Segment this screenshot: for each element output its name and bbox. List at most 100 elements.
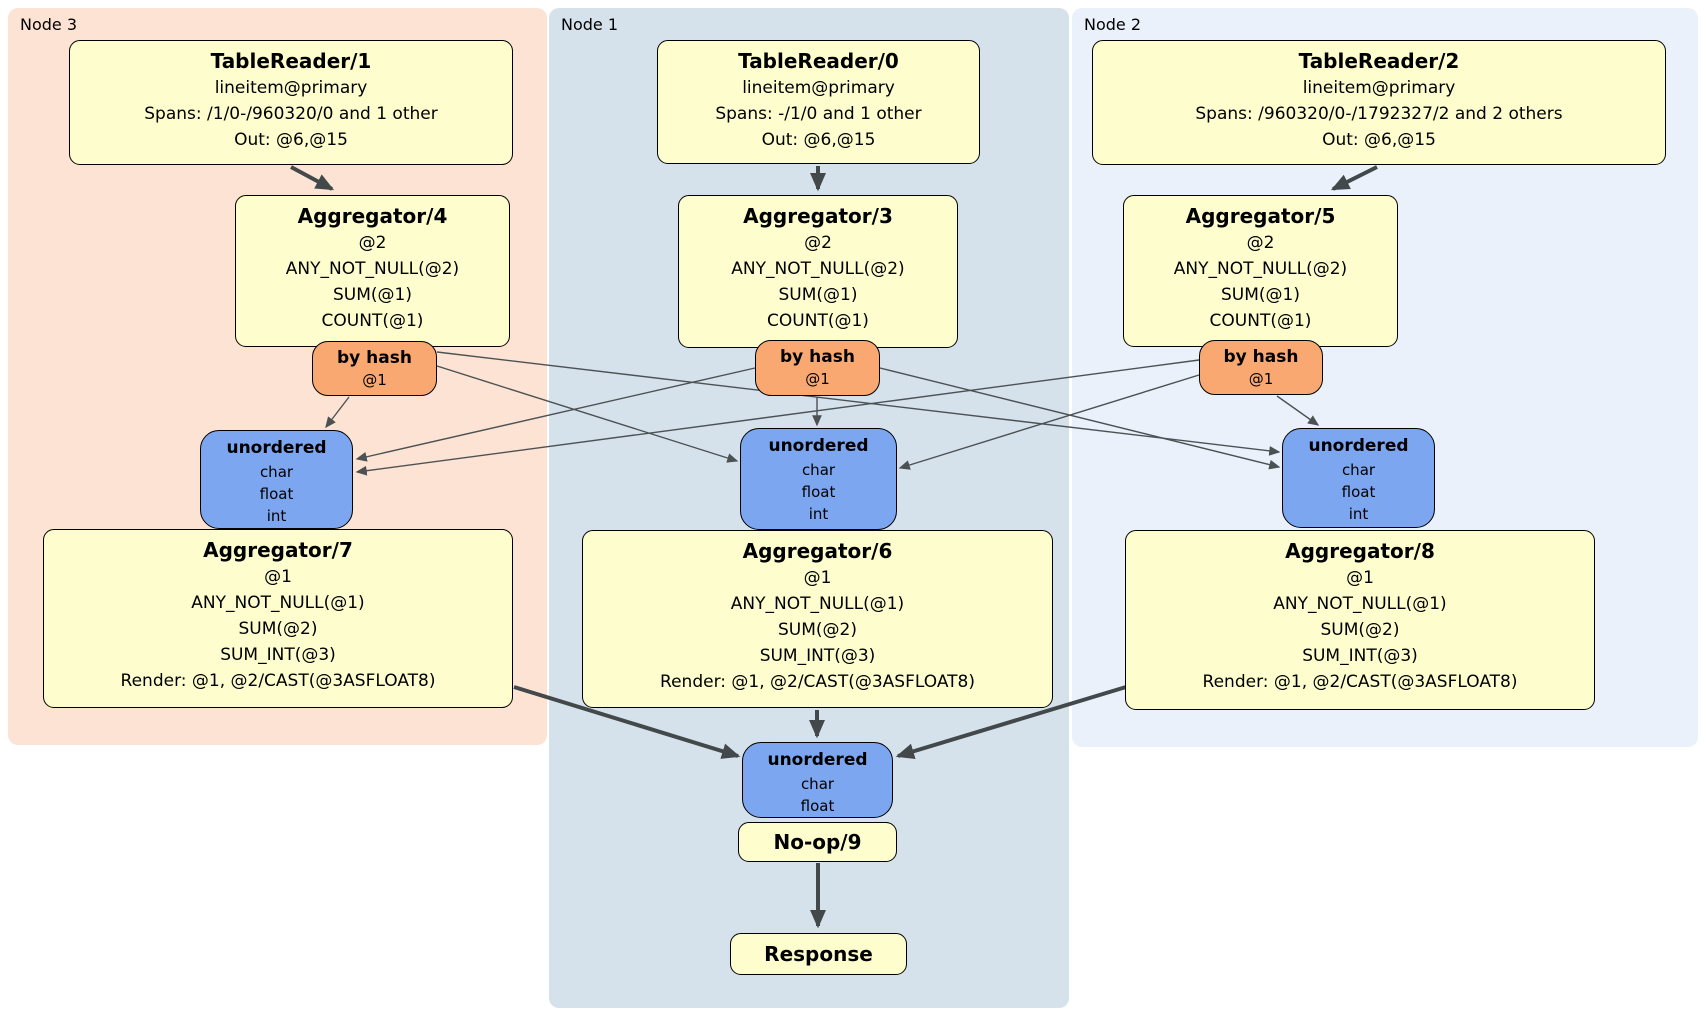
node-detail: ANY_NOT_NULL(@2): [731, 259, 905, 279]
edge-hash5-uno7: [355, 359, 1200, 476]
edge-hash3-uno7: [355, 367, 756, 462]
sync-column: float: [800, 797, 835, 815]
unordered-sync-node2: unordered char float int: [1282, 428, 1435, 528]
node-detail: Spans: /1/0-/960320/0 and 1 other: [144, 104, 438, 124]
node-detail: @1: [1346, 568, 1374, 588]
node-title: Aggregator/8: [1285, 539, 1435, 563]
edge-hash4-uno6: [436, 365, 739, 463]
sync-title: unordered: [768, 436, 869, 456]
node-detail: SUM(@1): [1221, 285, 1300, 305]
edge-hash4-uno8: [436, 351, 1281, 456]
node-detail: @2: [1246, 233, 1275, 253]
router-key: @1: [805, 370, 830, 388]
node2-panel-label: Node 2: [1084, 15, 1142, 34]
node-detail: COUNT(@1): [321, 311, 424, 331]
sync-title: unordered: [226, 438, 327, 458]
hash-route-edges: [325, 351, 1320, 476]
edge-agg7-uno9: [513, 685, 741, 759]
node-detail: SUM(@2): [238, 619, 318, 639]
node-title: Aggregator/4: [297, 204, 448, 228]
aggregator-8-node: Aggregator/8 @1 ANY_NOT_NULL(@1) SUM(@2)…: [1125, 530, 1595, 710]
unordered-sync-final: unordered char float: [742, 742, 893, 818]
sync-column: char: [1341, 461, 1376, 479]
node-title: Aggregator/5: [1185, 204, 1336, 228]
node-detail: @2: [804, 233, 832, 253]
by-hash-router-4: by hash @1: [312, 341, 437, 396]
edge-tr1-agg4: [290, 165, 335, 191]
sync-column: int: [266, 507, 287, 525]
sync-column: float: [1341, 483, 1376, 501]
node-detail: ANY_NOT_NULL(@1): [1273, 594, 1447, 614]
edge-hash5-uno6: [898, 374, 1200, 470]
node-detail: SUM_INT(@3): [1302, 646, 1418, 666]
aggregator-5-node: Aggregator/5 @2 ANY_NOT_NULL(@2) SUM(@1)…: [1123, 195, 1398, 347]
node-detail: Spans: -/1/0 and 1 other: [715, 104, 922, 124]
sync-column: char: [259, 463, 294, 481]
node-detail: Spans: /960320/0-/1792327/2 and 2 others: [1195, 104, 1563, 124]
by-hash-router-5: by hash @1: [1199, 340, 1323, 395]
node-detail: Out: @6,@15: [1322, 130, 1436, 150]
node1-panel-label: Node 1: [561, 15, 619, 34]
tablereader-2-node: TableReader/2 lineitem@primary Spans: /9…: [1092, 40, 1666, 165]
node-detail: SUM(@2): [1320, 620, 1400, 640]
node-detail: lineitem@primary: [214, 78, 368, 98]
node-detail: COUNT(@1): [767, 311, 869, 331]
node-detail: SUM(@1): [778, 285, 858, 305]
node-detail: SUM_INT(@3): [759, 646, 876, 666]
node-detail: @1: [264, 567, 292, 587]
node-detail: Render: @1, @2/CAST(@3ASFLOAT8): [120, 671, 436, 691]
by-hash-router-3: by hash @1: [755, 340, 880, 396]
unordered-sync-node3: unordered char float int: [200, 430, 353, 529]
node-detail: COUNT(@1): [1209, 311, 1312, 331]
sync-column: float: [801, 483, 836, 501]
node-detail: @1: [803, 568, 832, 588]
node-title: TableReader/2: [1298, 49, 1460, 73]
node-title: Aggregator/7: [203, 538, 353, 562]
aggregator-3-node: Aggregator/3 @2 ANY_NOT_NULL(@2) SUM(@1)…: [678, 195, 958, 348]
node-detail: lineitem@primary: [742, 78, 895, 98]
edge-hash4-uno7: [325, 396, 350, 429]
node-detail: ANY_NOT_NULL(@1): [730, 594, 905, 614]
router-key: @1: [1248, 370, 1274, 388]
node-detail: SUM(@1): [333, 285, 412, 305]
node-detail: Render: @1, @2/CAST(@3ASFLOAT8): [1202, 672, 1518, 692]
node-title: TableReader/0: [738, 49, 899, 73]
node-detail: SUM_INT(@3): [220, 645, 336, 665]
node-detail: ANY_NOT_NULL(@1): [191, 593, 365, 613]
edge-tr2-agg5: [1330, 165, 1378, 191]
sync-title: unordered: [1308, 436, 1409, 456]
node-detail: Render: @1, @2/CAST(@3ASFLOAT8): [660, 672, 975, 692]
node-title: TableReader/1: [210, 49, 372, 73]
node-title: Aggregator/3: [743, 204, 893, 228]
sync-column: char: [801, 461, 836, 479]
node-detail: Out: @6,@15: [761, 130, 876, 150]
node3-panel-label: Node 3: [20, 15, 78, 34]
edge-agg8-uno9: [895, 685, 1127, 760]
sync-column: float: [259, 485, 294, 503]
router-title: by hash: [337, 348, 412, 368]
node-title: No-op/9: [773, 829, 862, 854]
router-key: @1: [362, 371, 387, 389]
tablereader-1-node: TableReader/1 lineitem@primary Spans: /1…: [69, 40, 513, 165]
noop-9-node: No-op/9: [738, 822, 897, 862]
sync-column: char: [800, 775, 835, 793]
edge-hash3-uno8: [879, 367, 1281, 470]
aggregator-4-node: Aggregator/4 @2 ANY_NOT_NULL(@2) SUM(@1)…: [235, 195, 510, 347]
flow-edges: [290, 165, 1378, 929]
aggregator-7-node: Aggregator/7 @1 ANY_NOT_NULL(@1) SUM(@2)…: [43, 529, 513, 708]
router-title: by hash: [780, 347, 855, 367]
node-detail: Out: @6,@15: [234, 130, 348, 150]
node-detail: SUM(@2): [778, 620, 857, 640]
response-node: Response: [730, 933, 907, 975]
router-title: by hash: [1223, 347, 1299, 367]
node-detail: ANY_NOT_NULL(@2): [1173, 259, 1348, 279]
unordered-sync-node1: unordered char float int: [740, 428, 897, 530]
aggregator-6-node: Aggregator/6 @1 ANY_NOT_NULL(@1) SUM(@2)…: [582, 530, 1053, 708]
sync-column: int: [808, 505, 829, 523]
edge-hash5-uno8: [1276, 395, 1320, 426]
node-detail: lineitem@primary: [1302, 78, 1456, 98]
node-title: Aggregator/6: [742, 539, 893, 563]
sync-column: int: [1348, 505, 1369, 523]
